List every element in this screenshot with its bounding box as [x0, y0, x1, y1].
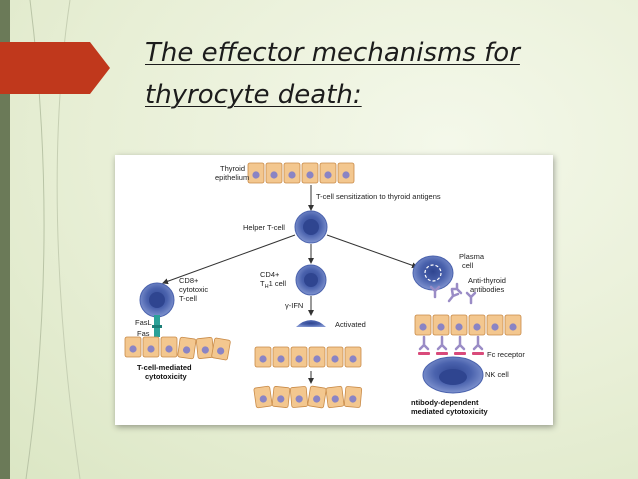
label-fas: Fas [137, 329, 150, 338]
thyrocyte-death-diagram: Thyroid epithelium T-cell sensitization … [124, 162, 525, 416]
red-arrow-accent [0, 42, 110, 94]
middle-epithelium-row [254, 346, 362, 368]
label-cytotoxic: cytotoxic [179, 285, 208, 294]
label-anti-thyroid: Anti-thyroid [468, 276, 506, 285]
label-plasma-cell: cell [462, 261, 474, 270]
label-helper-t-cell: Helper T-cell [243, 223, 285, 232]
label-activated: Activated [335, 320, 366, 329]
fc-receptors [418, 352, 484, 355]
thyroid-epithelium-row [247, 162, 355, 184]
title-line-1: The effector mechanisms for [145, 38, 520, 68]
label-fasl: FasL [135, 318, 152, 327]
label-thyroid: Thyroid [220, 164, 245, 173]
label-th1-cell: TH1 cell [260, 279, 286, 290]
plasma-cell [412, 255, 454, 291]
label-fc-receptor: Fc receptor [487, 350, 525, 359]
label-nk-cell: NK cell [485, 370, 509, 379]
label-mediated-cytotoxicity: mediated cytotoxicity [411, 407, 489, 416]
right-epithelium-row [414, 314, 522, 336]
label-t-cell: T-cell [179, 294, 197, 303]
label-plasma: Plasma [459, 252, 485, 261]
label-cd4: CD4+ [260, 270, 280, 279]
antibodies-group [429, 282, 477, 305]
label-epithelium: epithelium [215, 173, 249, 182]
left-accent-bar [0, 0, 10, 479]
bound-antibodies [418, 335, 484, 351]
activated-macrophage [296, 320, 326, 327]
damaged-epithelium-row [253, 385, 363, 409]
label-sensitization: T-cell sensitization to thyroid antigens [316, 192, 441, 201]
title-line-2: thyrocyte death: [145, 80, 362, 110]
label-t-cell-mediated: T-cell-mediated [137, 363, 192, 372]
left-epithelium-row [124, 336, 232, 361]
label-antibodies: antibodies [470, 285, 504, 294]
label-cytotoxicity: cytotoxicity [145, 372, 188, 381]
label-cd8: CD8+ [179, 276, 199, 285]
slide-title: The effector mechanisms for thyrocyte de… [145, 32, 615, 116]
label-antibody-dependent: ntibody-dependent [411, 398, 479, 407]
diagram-panel: Thyroid epithelium T-cell sensitization … [115, 155, 553, 425]
label-gamma-ifn: γ-IFN [285, 301, 303, 310]
